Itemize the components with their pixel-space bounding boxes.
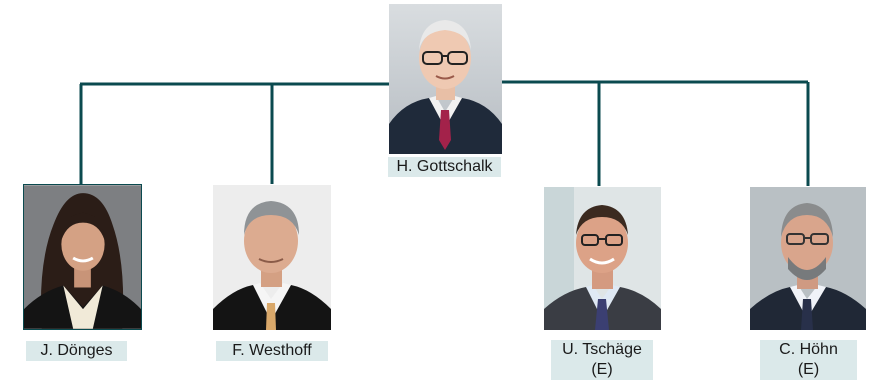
portrait-icon (544, 187, 661, 330)
head-name-label: H. Gottschalk (388, 157, 501, 177)
portrait-icon (24, 185, 141, 329)
member-photo-westhoff (213, 185, 331, 330)
portrait-icon (389, 4, 502, 154)
member-name: C. Höhn (779, 341, 838, 358)
head-name: H. Gottschalk (396, 158, 493, 175)
head-photo (389, 4, 502, 154)
member-name: J. Dönges (40, 342, 113, 359)
member-name: U. Tschäge (562, 341, 642, 358)
member-name-label-donges: J. Dönges (26, 341, 127, 361)
member-photo-hoehn (750, 187, 866, 330)
member-name: F. Westhoff (232, 342, 312, 359)
portrait-icon (213, 185, 331, 330)
member-name-suffix: (E) (591, 361, 613, 378)
member-photo-donges (23, 184, 142, 330)
member-name-label-westhoff: F. Westhoff (216, 341, 328, 361)
portrait-icon (750, 187, 866, 330)
member-name-label-hoehn: C. Höhn (E) (760, 340, 857, 380)
member-name-label-tschage: U. Tschäge (E) (551, 340, 653, 380)
member-name-suffix: (E) (797, 361, 820, 378)
member-photo-tschage (544, 187, 661, 330)
